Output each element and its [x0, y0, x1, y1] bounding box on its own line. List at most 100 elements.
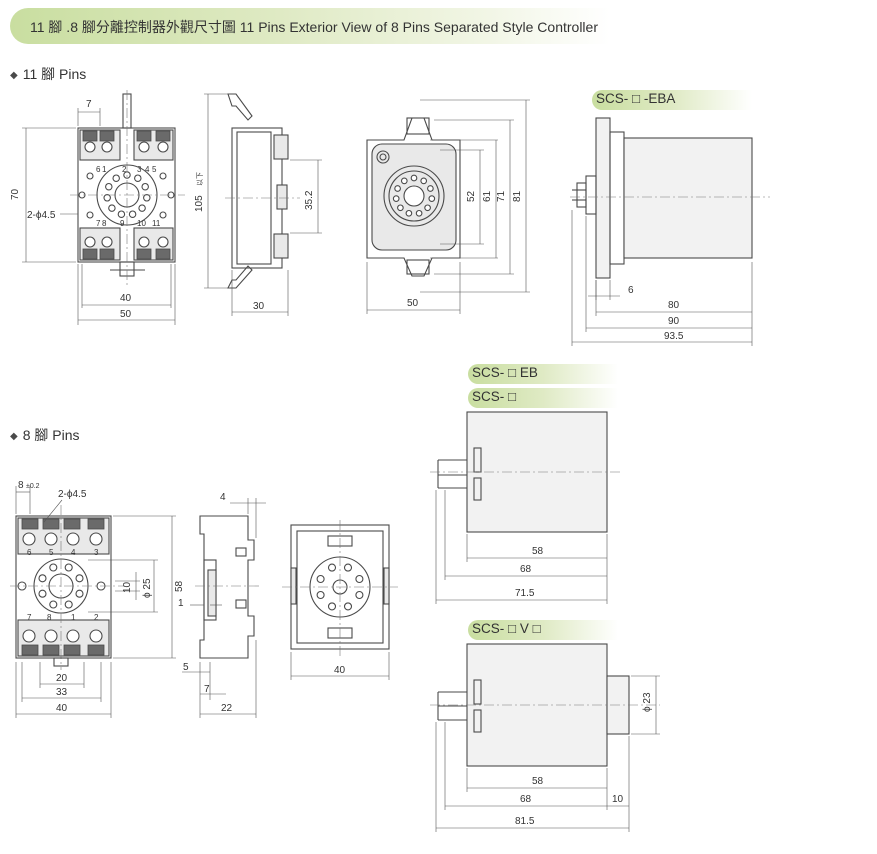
- dim-8-dia: ϕ 25: [142, 578, 153, 598]
- controller-eba-side-view: [570, 117, 770, 279]
- dim-8-w40: 40: [56, 703, 68, 714]
- pin-number: 3: [137, 165, 142, 174]
- pin-hole: [64, 600, 73, 609]
- pin-hole: [392, 195, 400, 202]
- controller-eb-dimensions: [435, 490, 608, 604]
- socket-8-panel-dimensions: [290, 652, 390, 680]
- pin-number: 8: [47, 613, 52, 622]
- pin-hole: [117, 210, 126, 218]
- title-bar: 11 腳 .8 腳分離控制器外觀尺寸圖 11 Pins Exterior Vie…: [10, 8, 610, 44]
- section-8-pins-label: 8 腳 Pins: [22, 427, 80, 443]
- model-v-text: SCS- □ V □: [472, 621, 541, 636]
- pin-number: 10: [137, 219, 146, 228]
- pin-number: 8: [102, 219, 107, 228]
- pin-number: 6: [27, 548, 32, 557]
- dim-eba-90: 90: [668, 316, 680, 327]
- pin-number: 7: [96, 219, 101, 228]
- pin-number: 11: [152, 219, 161, 228]
- socket-8-front-view: 6 5 4 3 7 8 1 2: [10, 505, 125, 670]
- dim-11-height: 70: [10, 188, 21, 200]
- pin-hole: [327, 563, 337, 572]
- dim-8-w20: 20: [56, 673, 68, 684]
- dim-11-panel-81: 81: [512, 190, 523, 202]
- pin-hole: [141, 182, 149, 191]
- pin-number: 5: [152, 165, 157, 174]
- model-label-eb: SCS- □ EB: [468, 364, 618, 384]
- pin-hole: [108, 204, 116, 212]
- pin-hole: [134, 174, 142, 182]
- pin-hole: [424, 204, 431, 212]
- pin-hole: [355, 574, 364, 584]
- dim-eb-58: 58: [532, 546, 544, 557]
- socket-11-side-view: [225, 93, 300, 289]
- dim-11-side-depth: 30: [253, 301, 265, 312]
- socket-11-side-dimensions: [204, 93, 322, 316]
- dim-11-panel-71: 71: [496, 190, 507, 202]
- socket-8-dimensions: [15, 486, 176, 718]
- model-label-v: SCS- □ V □: [468, 620, 618, 640]
- dim-v-68: 68: [520, 794, 532, 805]
- pin-hole: [410, 174, 418, 182]
- dim-eba-80: 80: [668, 300, 680, 311]
- dim-11-side-height-note: 以下: [196, 172, 204, 186]
- dim-11-side-rail: 35.2: [304, 190, 315, 210]
- pin-hole: [428, 195, 436, 202]
- dim-11-panel-width: 50: [407, 298, 419, 309]
- controller-eba-dimensions: [571, 210, 753, 346]
- pin-number: 2: [122, 165, 127, 174]
- dim-11-side-height: 105: [194, 195, 205, 212]
- model-label-eba: SCS- □ -EBA: [592, 90, 752, 110]
- dim-eb-68: 68: [520, 564, 532, 575]
- dim-v-knob: 10: [612, 794, 624, 805]
- pin-hole: [316, 590, 325, 600]
- dim-8-top: 8: [18, 480, 24, 491]
- dim-8-side-pin: 7: [204, 684, 210, 695]
- dim-11-panel-52: 52: [466, 190, 477, 202]
- pin-hole: [327, 602, 337, 611]
- dim-11-top: 7: [86, 99, 92, 110]
- socket-11-panel-dimensions: [366, 99, 530, 314]
- diamond-icon: ◆: [10, 431, 18, 442]
- dim-eba-pin: 6: [628, 285, 634, 296]
- model-label-plain: SCS- □: [468, 388, 618, 408]
- pin-number: 1: [71, 613, 76, 622]
- pin-number: 5: [49, 548, 54, 557]
- diamond-icon: ◆: [10, 70, 18, 81]
- pin-hole: [75, 574, 84, 583]
- dim-8-side-left: 1: [178, 598, 184, 609]
- pin-number: 3: [94, 548, 99, 557]
- dim-8-side-top: 4: [220, 492, 226, 503]
- pin-hole: [49, 600, 58, 609]
- pin-number: 4: [145, 165, 150, 174]
- pin-number: 4: [71, 548, 76, 557]
- pin-hole: [405, 209, 413, 217]
- pin-hole: [427, 185, 434, 192]
- pin-number: 2: [94, 613, 99, 622]
- pin-number: 9: [120, 219, 125, 228]
- dim-11-panel-61: 61: [482, 190, 493, 202]
- dim-v-81-5: 81.5: [515, 816, 535, 827]
- pin-number: 7: [27, 613, 32, 622]
- dim-8-tolerance: ±0.2: [26, 483, 40, 490]
- pin-hole: [355, 590, 364, 600]
- dim-8-w33: 33: [56, 687, 68, 698]
- dim-v-dia: ϕ 23: [642, 692, 653, 712]
- controller-v-side-view: [430, 643, 660, 767]
- section-8-pins: ◆ 8 腳 Pins: [10, 425, 80, 445]
- dim-8-side-depth: 22: [221, 703, 233, 714]
- pin-hole: [103, 194, 111, 202]
- pin-hole: [420, 177, 428, 185]
- pin-number: 1: [102, 165, 107, 174]
- dim-11-hole-spacing: 40: [120, 293, 132, 304]
- dim-eba-93-5: 93.5: [664, 331, 684, 342]
- pin-hole: [343, 563, 353, 572]
- pin-hole: [105, 182, 113, 191]
- dim-v-58: 58: [532, 776, 544, 787]
- pin-hole: [64, 563, 73, 572]
- pin-hole: [128, 210, 137, 218]
- pin-hole: [397, 204, 404, 212]
- page-title: 11 腳 .8 腳分離控制器外觀尺寸圖 11 Pins Exterior Vie…: [30, 19, 598, 35]
- dim-8-hole: 2-ϕ4.5: [58, 489, 87, 500]
